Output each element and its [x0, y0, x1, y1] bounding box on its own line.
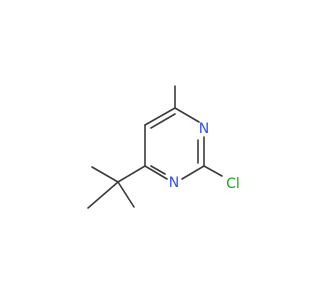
bond-n3-c4-inner [150, 165, 166, 175]
bond-c5-c6 [144, 107, 176, 126]
bond-c6-n1 [174, 107, 200, 123]
bond-c5-c6-inner [150, 113, 176, 129]
bond-c2-n3 [181, 165, 205, 180]
bond-c2-cl [203, 165, 223, 177]
bond-cq-me3 [87, 181, 119, 209]
nitrogen-atom-label: N [199, 121, 209, 137]
nitrogen-atom-label: N [169, 175, 179, 191]
bond-cq-me2 [117, 181, 135, 208]
bond-n3-c4 [144, 165, 168, 180]
molecule-structure: N N Cl [87, 85, 240, 209]
bond-c4-cq [117, 165, 146, 183]
bond-cq-me1 [91, 166, 119, 183]
chlorine-atom-label: Cl [226, 176, 240, 192]
